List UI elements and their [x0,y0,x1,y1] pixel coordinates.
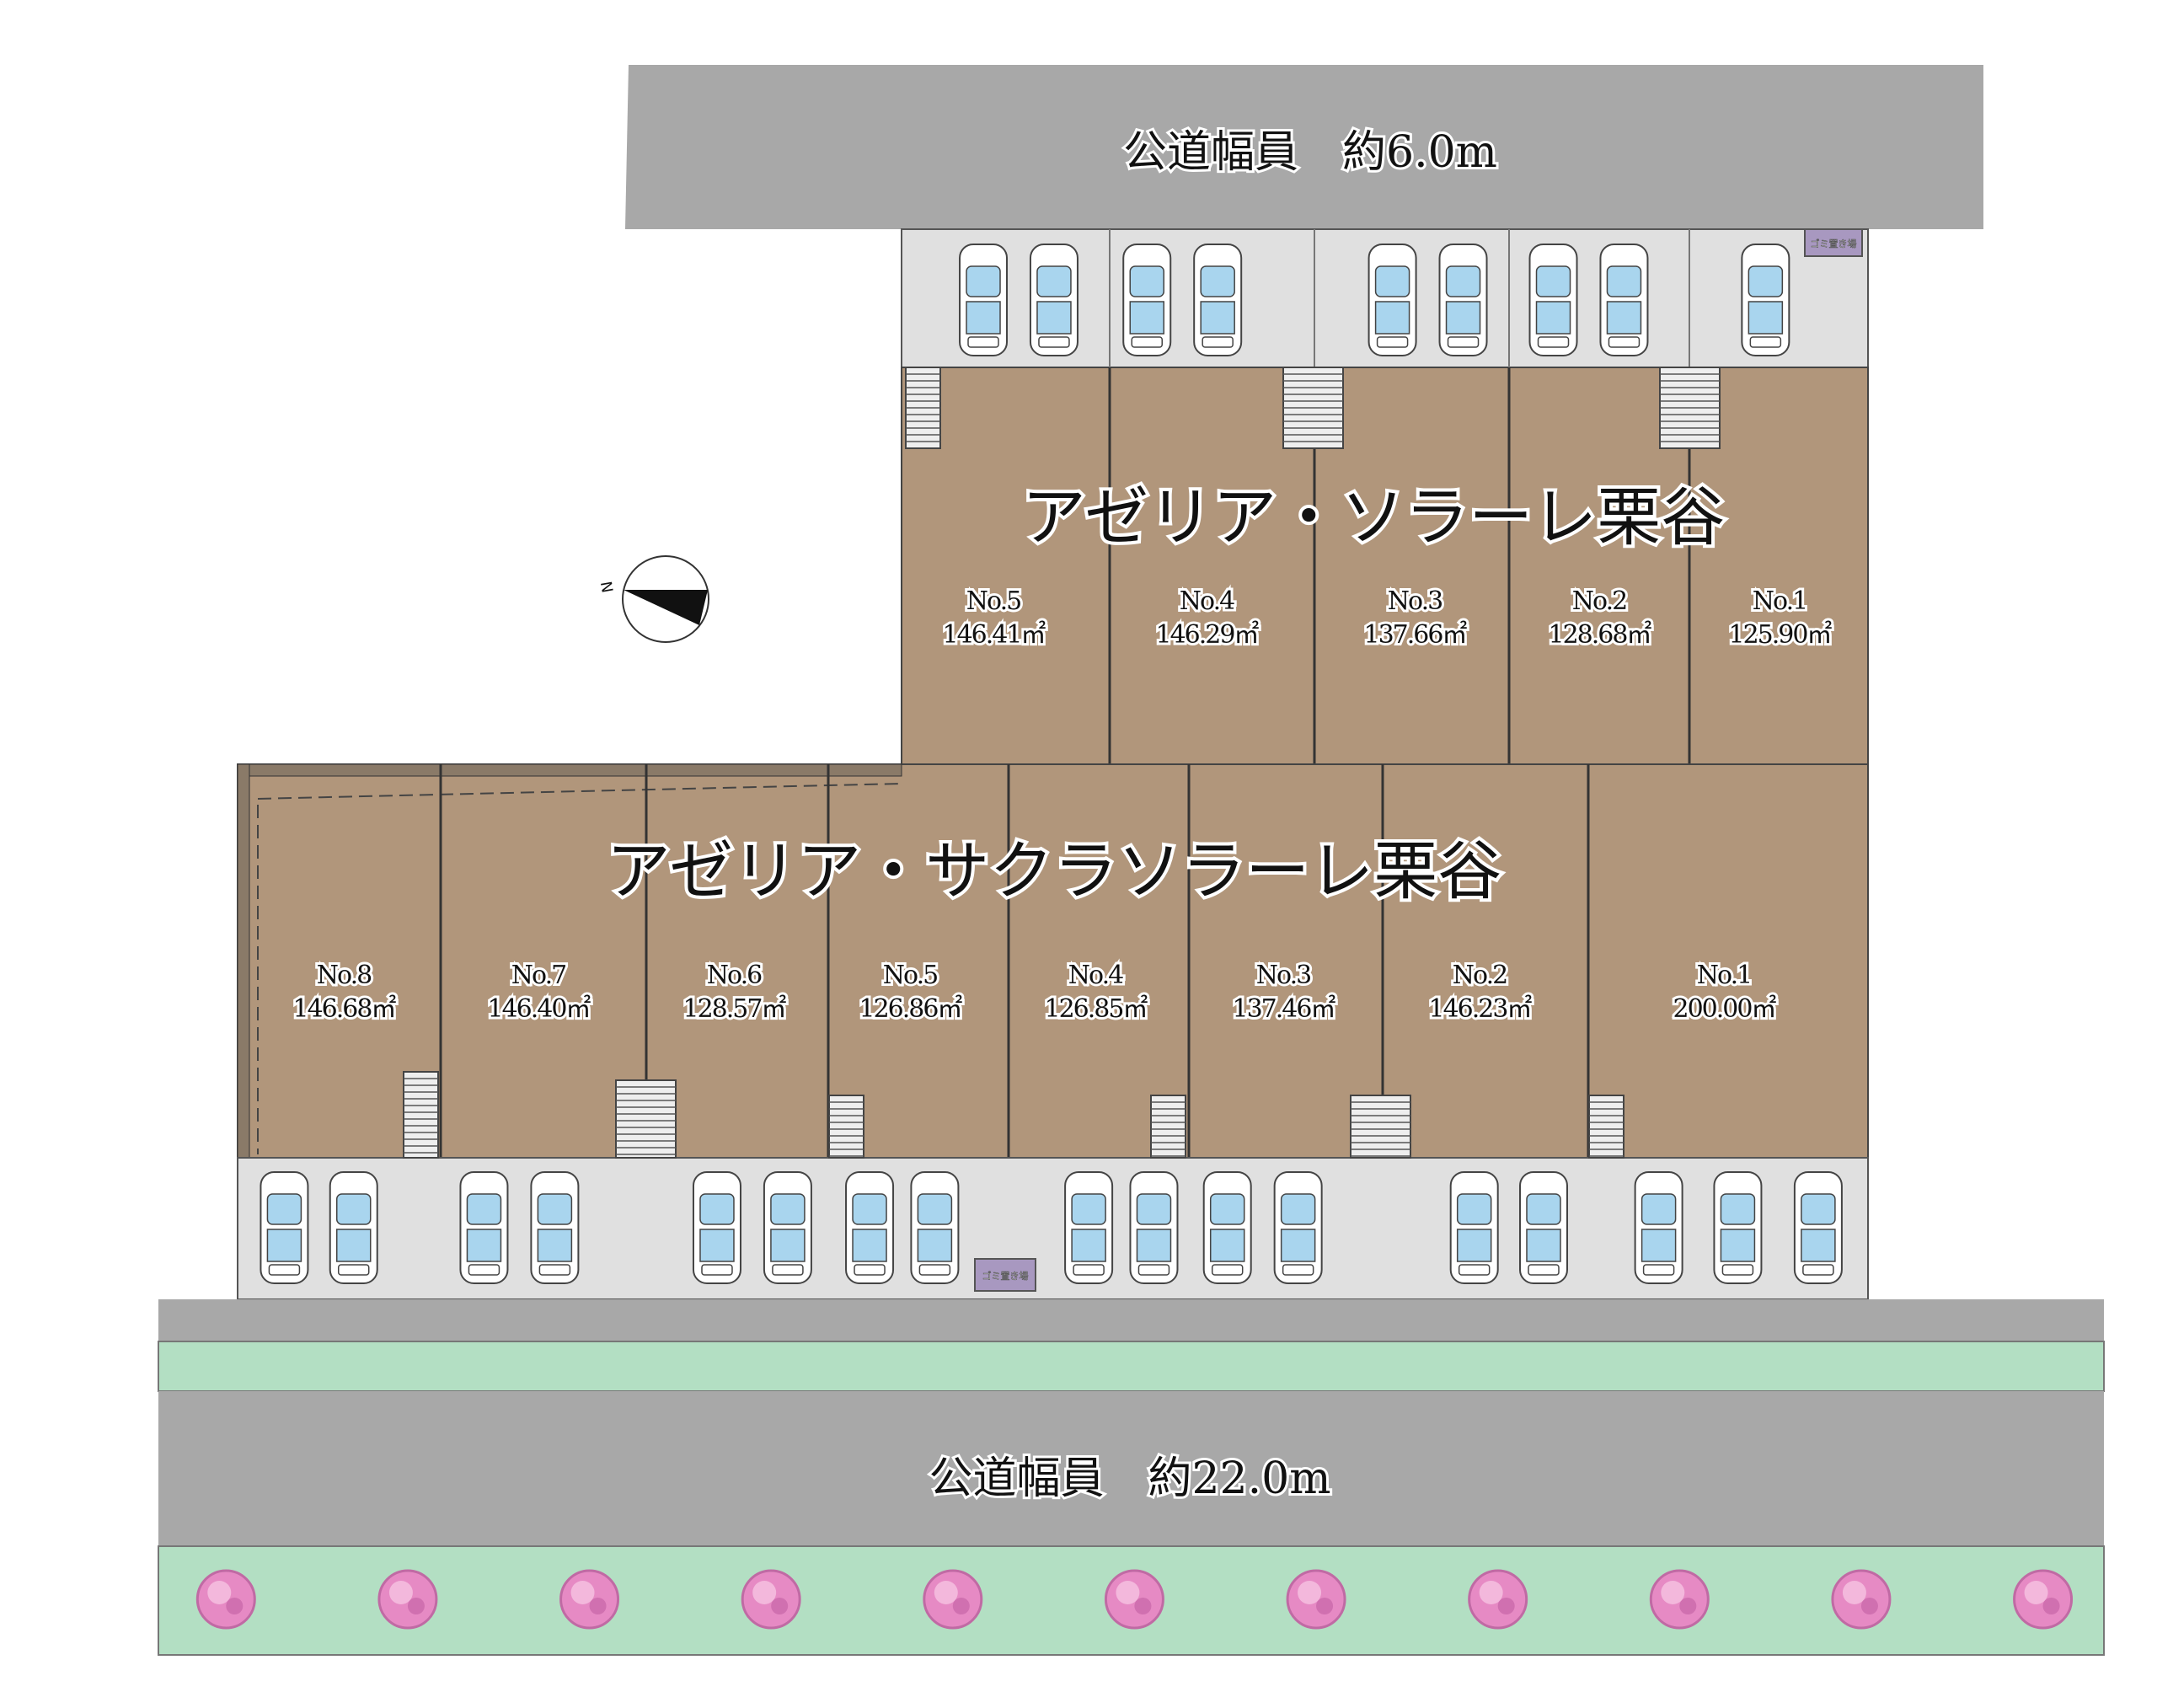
car-icon [1064,1171,1114,1284]
lot-area: 146.23㎡ [1429,994,1533,1024]
lot-number: No.8 [317,961,372,990]
tree-icon [559,1569,620,1630]
garbage-area-south: ゴミ置き場 [974,1258,1036,1292]
lot-number: No.2 [1572,586,1626,616]
south-road [158,1391,2104,1546]
lot-area: 126.86㎡ [859,994,963,1024]
lot-area: 146.68㎡ [293,994,397,1024]
car-icon [1368,244,1417,356]
setback-line-top [257,783,902,800]
car-icon [1634,1171,1683,1284]
bottom-lots-area [237,763,1869,1159]
lot-area: 137.46㎡ [1233,994,1336,1024]
lot-number: No.4 [1180,586,1234,616]
car-icon [1449,1171,1499,1284]
development-title-2: アゼリア・サクラソラーレ栗谷 [607,833,1501,908]
lot-number: No.5 [883,961,937,990]
trees-group [195,1569,2074,1630]
stairs-group [403,367,1721,1159]
car-icon [1599,244,1649,356]
north-road [625,65,1983,229]
garbage-label: ゴミ置き場 [982,1270,1029,1282]
car-icon [692,1171,741,1284]
tree-icon [195,1569,256,1630]
car-icon [959,244,1009,356]
lot-number: No.7 [511,961,565,990]
car-icon [1713,1171,1763,1284]
car-icon [1438,244,1488,356]
lot-number: No.1 [1753,586,1806,616]
lot-area: 125.90㎡ [1729,620,1833,650]
tree-icon [377,1569,438,1630]
lot-number: No.1 [1697,961,1751,990]
car-icon [260,1171,309,1284]
lot-number: No.4 [1068,961,1123,990]
lot-area: 137.66㎡ [1364,620,1468,650]
car-icon [763,1171,812,1284]
stairs-icon [1282,367,1344,449]
tree-icon [1649,1569,1710,1630]
car-icon [1273,1171,1323,1284]
lot-area: 200.00㎡ [1673,994,1777,1024]
car-icon [530,1171,580,1284]
stairs-icon [1150,1095,1186,1159]
car-icon [1129,1171,1179,1284]
north-road-label: 公道幅員 約6.0m [1123,127,1497,178]
car-icon [1193,244,1243,356]
tree-icon [1468,1569,1528,1630]
stairs-icon [1659,367,1721,449]
tree-icon [1831,1569,1892,1630]
lot-number: No.3 [1388,586,1442,616]
stairs-icon [615,1079,677,1159]
boundary-hatch [237,763,902,777]
lot-area: 146.29㎡ [1156,620,1260,650]
compass-north-label: N [597,580,616,594]
top-lots-area [901,367,1869,765]
lot-area: 128.57㎡ [683,994,787,1024]
sidewalk-gray [158,1299,2104,1341]
tree-icon [1104,1569,1164,1630]
tree-icon [2013,1569,2074,1630]
lot-area: 128.68㎡ [1549,620,1652,650]
cars-group [260,244,1843,1284]
lot-area: 146.40㎡ [488,994,591,1024]
compass-icon: N [597,555,709,643]
garbage-area-north: ゴミ置き場 [1804,228,1863,257]
lot-number: No.6 [707,961,762,990]
car-icon [459,1171,509,1284]
stairs-icon [1350,1095,1411,1159]
car-icon [1518,1171,1568,1284]
car-icon [1741,244,1790,356]
lot-area: 126.85㎡ [1045,994,1148,1024]
boundary-hatch-side [237,763,250,1159]
garbage-label: ゴミ置き場 [1811,238,1857,249]
stairs-icon [1588,1095,1624,1159]
south-road-label: 公道幅員 約22.0m [929,1454,1330,1504]
development-title-1: アゼリア・ソラーレ栗谷 [1022,479,1725,554]
car-icon [910,1171,960,1284]
stairs-icon [828,1095,864,1159]
stairs-icon [905,367,941,449]
tree-icon [1286,1569,1346,1630]
stairs-icon [403,1071,439,1159]
car-icon [1528,244,1578,356]
car-icon [845,1171,895,1284]
top-lot-dividers [1108,229,1691,764]
car-icon [1029,244,1078,356]
lot-area: 146.41㎡ [943,620,1046,650]
lot-number: No.2 [1453,961,1507,990]
green-strip-north [158,1341,2105,1392]
car-icon [1202,1171,1252,1284]
tree-icon [741,1569,801,1630]
lot-number: No.5 [966,586,1020,616]
tree-icon [923,1569,983,1630]
lot-labels: No.5 146.41㎡ No.4 146.29㎡ No.3 137.66㎡ No.2 128… [291,584,1837,1026]
car-icon [329,1171,378,1284]
lot-number: No.3 [1256,961,1310,990]
car-icon [1793,1171,1843,1284]
car-icon [1122,244,1172,356]
